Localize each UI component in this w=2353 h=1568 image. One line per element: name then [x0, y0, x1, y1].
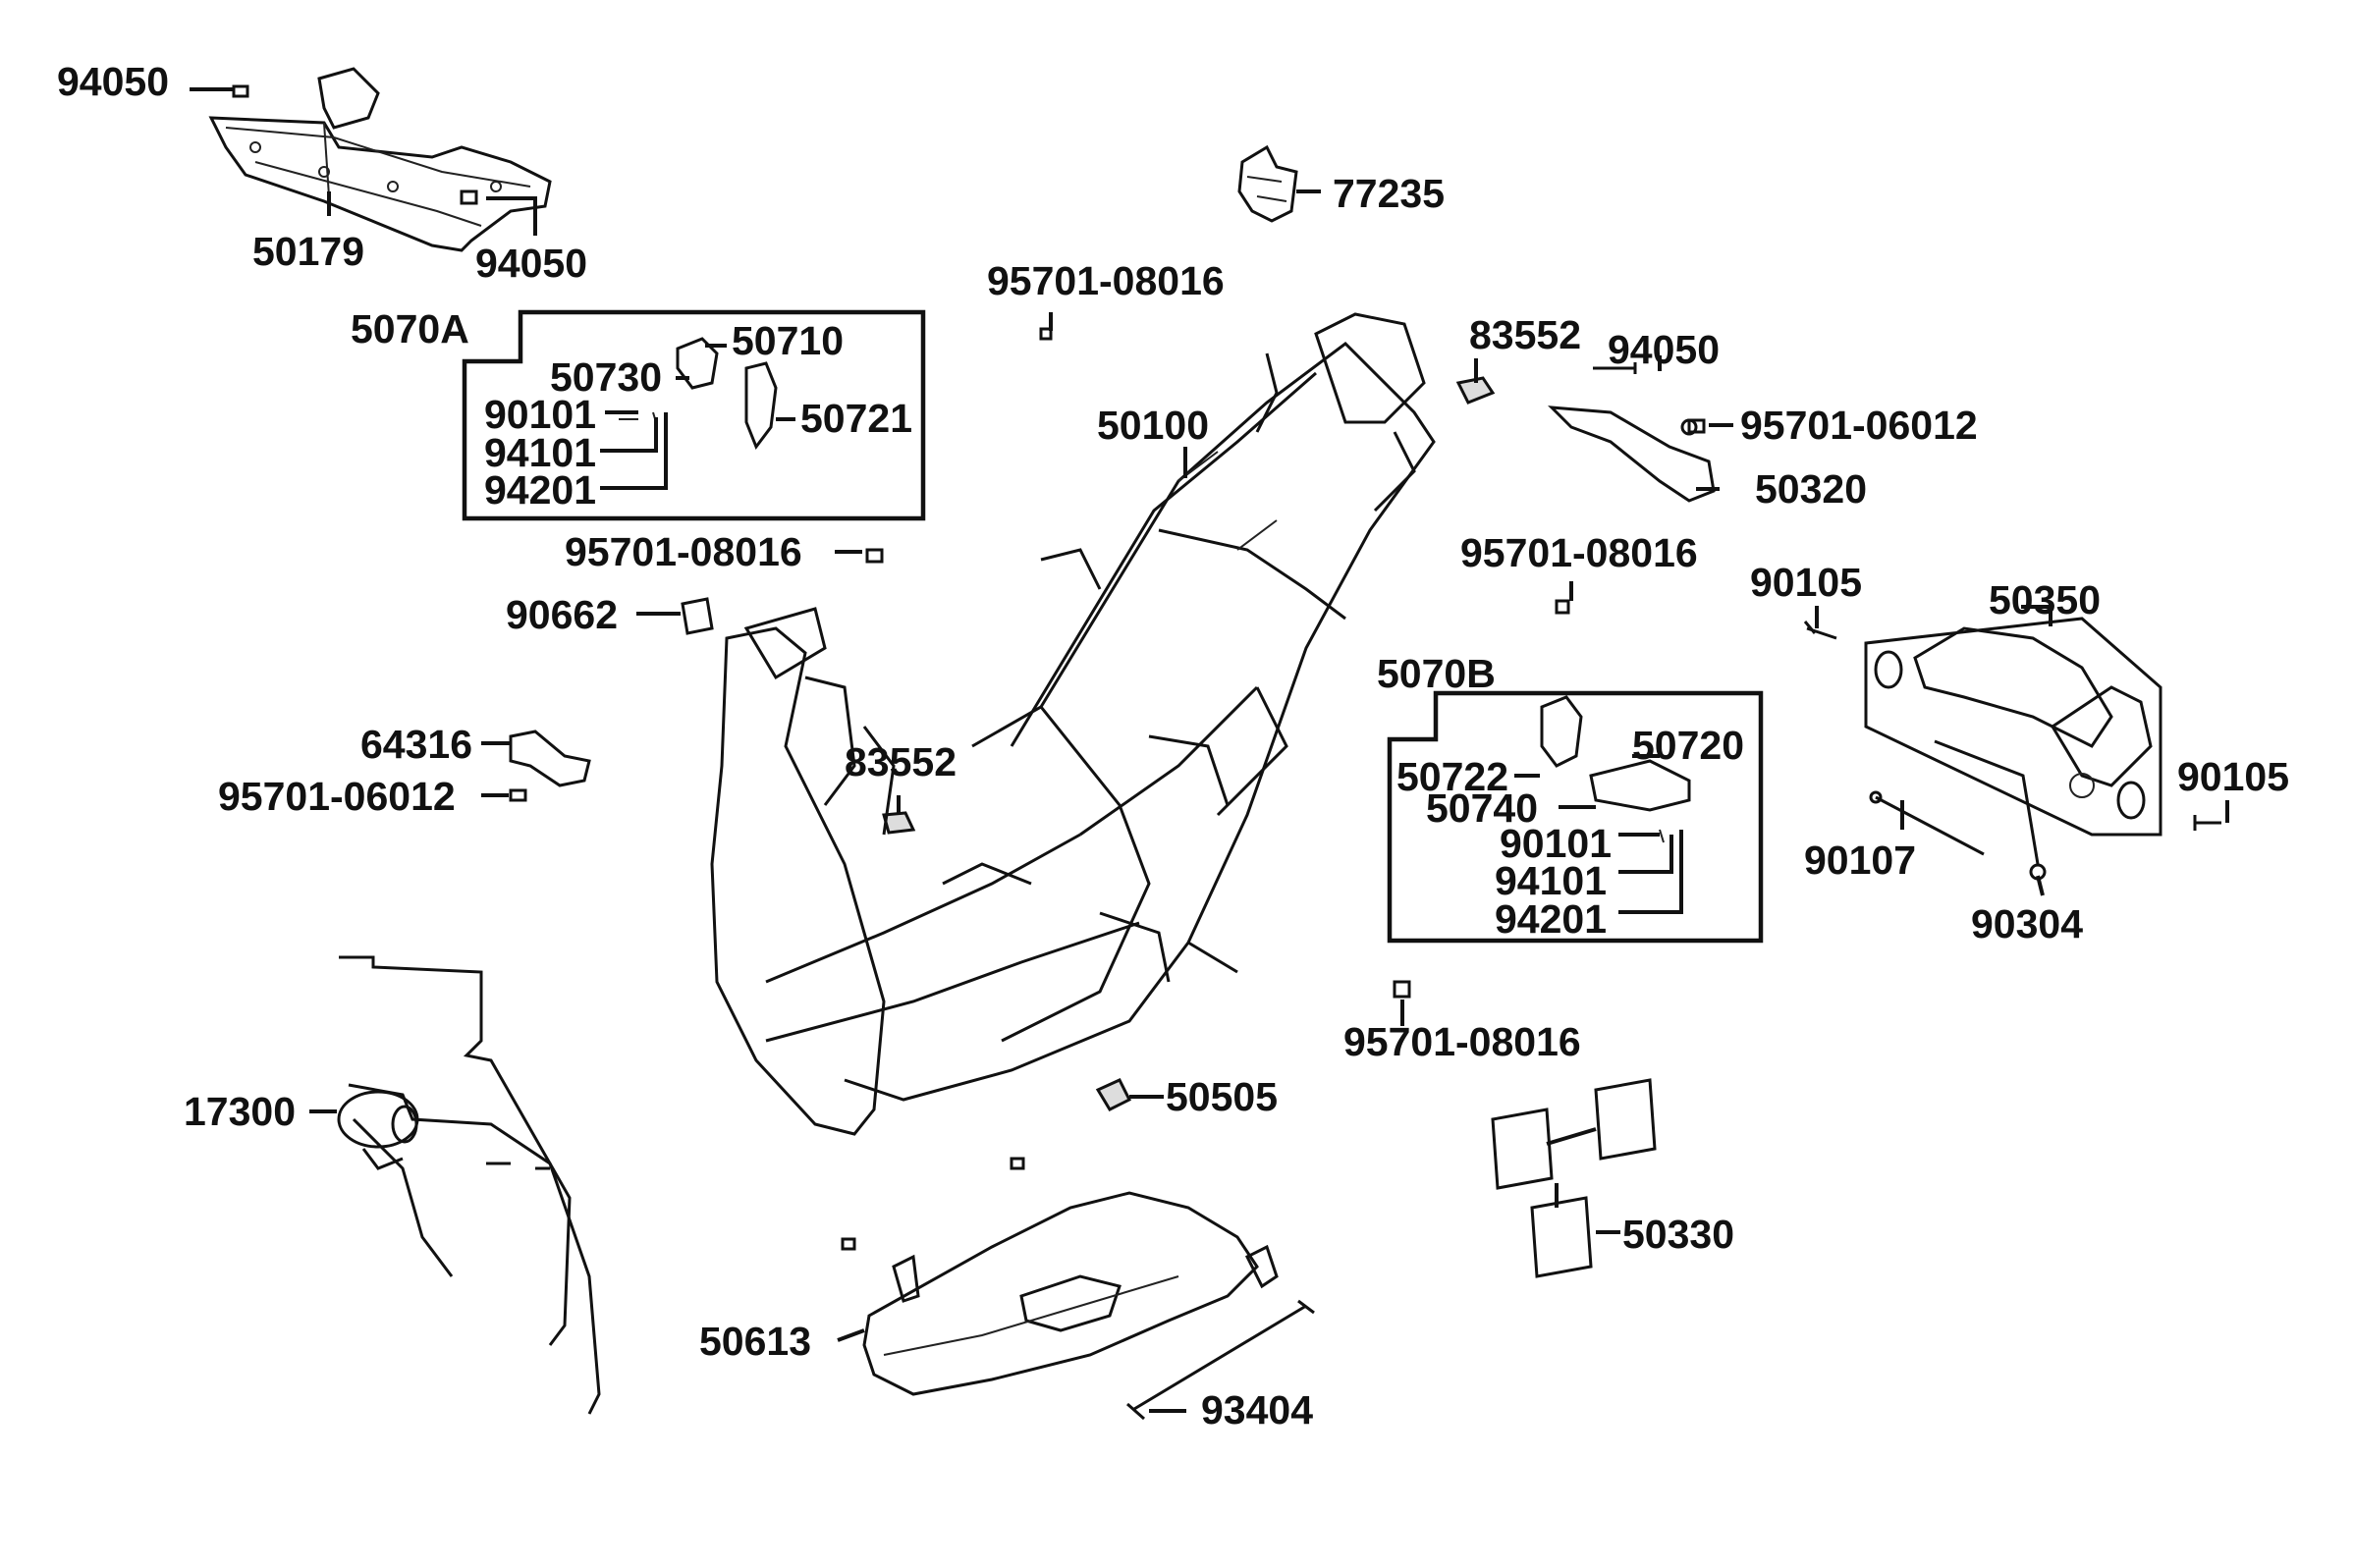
label-95701-08016a: 95701-08016: [987, 258, 1225, 303]
label-50720: 50720: [1632, 723, 1744, 768]
label-90304: 90304: [1971, 901, 2083, 946]
part-labels: 94050 50179 94050 77235 95701-08016 5070…: [57, 59, 2289, 1433]
label-95701-06012a: 95701-06012: [1740, 403, 1978, 448]
label-94101b: 94101: [1495, 858, 1607, 903]
carrier-bracket-50179: [208, 67, 552, 252]
label-64316: 64316: [360, 722, 472, 767]
label-50179: 50179: [252, 229, 364, 274]
label-90105a: 90105: [1750, 560, 1862, 605]
bolt-90304-part: [1934, 739, 2047, 881]
label-50505: 50505: [1166, 1074, 1278, 1119]
bolt-93404-part: [1126, 1299, 1315, 1421]
rubber-blocks-50330: [1491, 1078, 1657, 1278]
label-90662: 90662: [506, 592, 618, 637]
label-94050b: 94050: [475, 241, 587, 286]
bolt-90105b-part: [2193, 815, 2221, 831]
bolt-90105a-part: [1803, 621, 1837, 640]
label-95701-08016d: 95701-08016: [1343, 1019, 1581, 1064]
label-17300: 17300: [184, 1089, 296, 1134]
label-90107: 90107: [1804, 838, 1916, 883]
bolt-94050b-part: [460, 189, 478, 205]
label-83552b: 83552: [845, 739, 957, 784]
label-95701-08016b: 95701-08016: [565, 529, 802, 574]
label-77235: 77235: [1333, 171, 1445, 216]
bolt-95701-08016c-part: [1555, 599, 1570, 615]
label-50330: 50330: [1622, 1212, 1734, 1257]
label-5070B: 5070B: [1377, 651, 1496, 696]
label-50320: 50320: [1755, 466, 1867, 512]
label-50740: 50740: [1426, 785, 1538, 831]
label-95701-08016c: 95701-08016: [1460, 530, 1698, 575]
bolt-under-cover-b: [1010, 1157, 1025, 1170]
label-50100: 50100: [1097, 403, 1209, 448]
label-90101a: 90101: [484, 392, 596, 437]
label-90101b: 90101: [1500, 821, 1612, 866]
label-95701-06012b: 95701-06012: [218, 774, 456, 819]
damper-50505-part: [1095, 1078, 1132, 1111]
bolt-95701-06012a-part: [1687, 418, 1706, 434]
bolt-95701-08016a-part: [1039, 327, 1053, 341]
pad-83552b-part: [882, 811, 916, 835]
bolt-95701-08016b-part: [865, 548, 884, 564]
main-frame-50100-part: [710, 312, 1436, 1136]
label-90105b: 90105: [2177, 754, 2289, 799]
group-box-5070A: [462, 309, 926, 521]
label-94101a: 94101: [484, 430, 596, 475]
label-5070A: 5070A: [351, 306, 469, 351]
label-94201a: 94201: [484, 467, 596, 513]
shaft-90107-part: [1869, 790, 1985, 856]
bolt-95701-08016d-part: [1393, 980, 1411, 999]
leader-lines: [190, 87, 2229, 1413]
label-50730: 50730: [550, 354, 662, 400]
label-94050c: 94050: [1608, 327, 1720, 372]
undercover-50613-part: [862, 1191, 1279, 1396]
label-50710: 50710: [732, 318, 844, 363]
bolt-under-cover-a: [841, 1237, 856, 1251]
canister-17300-part: [337, 955, 601, 1415]
bolt-94050a-part: [232, 84, 249, 98]
latch-77235: [1237, 144, 1298, 223]
clip-90662-part: [681, 597, 714, 635]
label-94050a: 94050: [57, 59, 169, 104]
bolt-95701-06012b-part: [509, 788, 527, 802]
engine-hanger-50350-part: [1864, 617, 2162, 837]
label-50721: 50721: [800, 396, 912, 441]
label-50350: 50350: [1989, 577, 2101, 622]
label-50613: 50613: [699, 1319, 811, 1364]
bracket-64316-part: [509, 730, 591, 787]
label-50722: 50722: [1396, 754, 1508, 799]
label-94201b: 94201: [1495, 896, 1607, 942]
label-83552a: 83552: [1469, 312, 1581, 357]
label-93404: 93404: [1201, 1387, 1313, 1433]
